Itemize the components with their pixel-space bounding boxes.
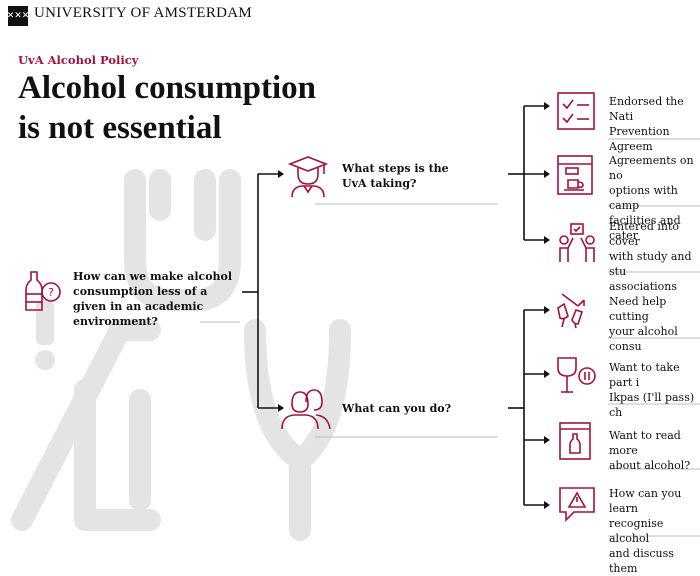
title-line-2: is not essential <box>18 110 222 146</box>
watermark-graphic <box>11 169 351 541</box>
warning-chat-icon <box>559 487 595 522</box>
bottle-question-icon: ? <box>25 271 61 311</box>
page-title: Alcohol consumption is not essential <box>18 68 316 148</box>
uva-item-1: Endorsed the Nati Prevention Agreem <box>609 95 684 153</box>
you-item-4: How can you learn recognise alcohol and … <box>609 487 682 575</box>
root-question: How can we make alcohol consumption less… <box>73 270 233 328</box>
coffee-machine-icon <box>557 155 593 195</box>
wine-pause-icon <box>557 357 596 393</box>
you-item-3: Want to read more about alcohol? <box>609 429 691 472</box>
toasting-glasses-icon <box>557 293 585 329</box>
you-item-2: Want to take part i Ikpas (I'll pass) ch <box>609 361 695 419</box>
students-icon <box>281 389 331 430</box>
you-can-do-question: What can you do? <box>342 402 452 415</box>
title-line-1: Alcohol consumption <box>18 70 316 106</box>
svg-text:?: ? <box>48 286 54 299</box>
you-item-1: Need help cutting your alcohol consu <box>609 295 678 353</box>
graduate-icon <box>287 156 329 198</box>
university-logo[interactable]: ✕✕✕ <box>7 6 29 26</box>
checklist-icon <box>557 92 595 130</box>
uva-item-3: Entered into cover with study and stu as… <box>609 220 692 293</box>
policy-kicker: UvA Alcohol Policy <box>18 53 139 67</box>
uva-item-2: Agreements on no options with camp facil… <box>609 154 694 242</box>
uva-steps-question: What steps is the UvA taking? <box>342 162 449 190</box>
university-name[interactable]: UNIVERSITY OF AMSTERDAM <box>34 5 253 21</box>
agreement-people-icon <box>559 223 595 262</box>
book-bottle-icon <box>559 422 591 460</box>
tree-connectors <box>200 102 700 537</box>
